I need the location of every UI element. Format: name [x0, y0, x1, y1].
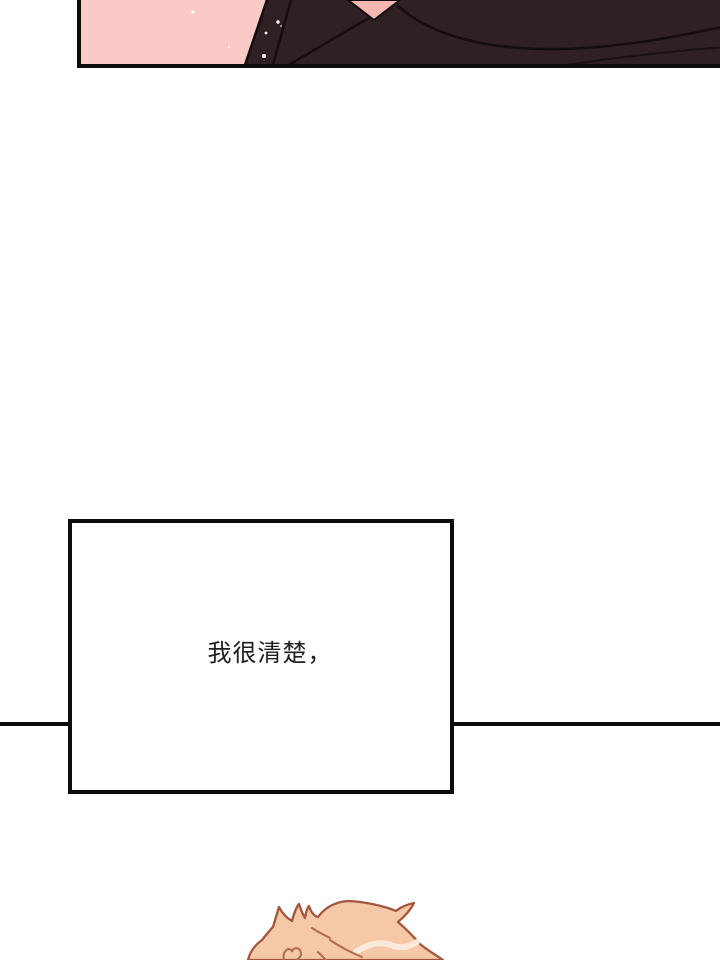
speech-box: 我很清楚，: [68, 519, 454, 794]
neck-skin-triangle: [346, 0, 402, 22]
speech-text: 我很清楚，: [207, 640, 333, 667]
top-comic-panel: [77, 0, 720, 68]
hair-mass: [246, 899, 445, 960]
hair-highlight: [353, 939, 420, 955]
suit-shoulder-shape: [245, 0, 720, 64]
suit-outline-lines: [243, 0, 720, 64]
character-hair-illustration: [246, 899, 445, 960]
sparkle-dots: [191, 10, 282, 58]
top-panel-illustration: [81, 0, 720, 64]
hair-strand-lines: [282, 927, 363, 960]
